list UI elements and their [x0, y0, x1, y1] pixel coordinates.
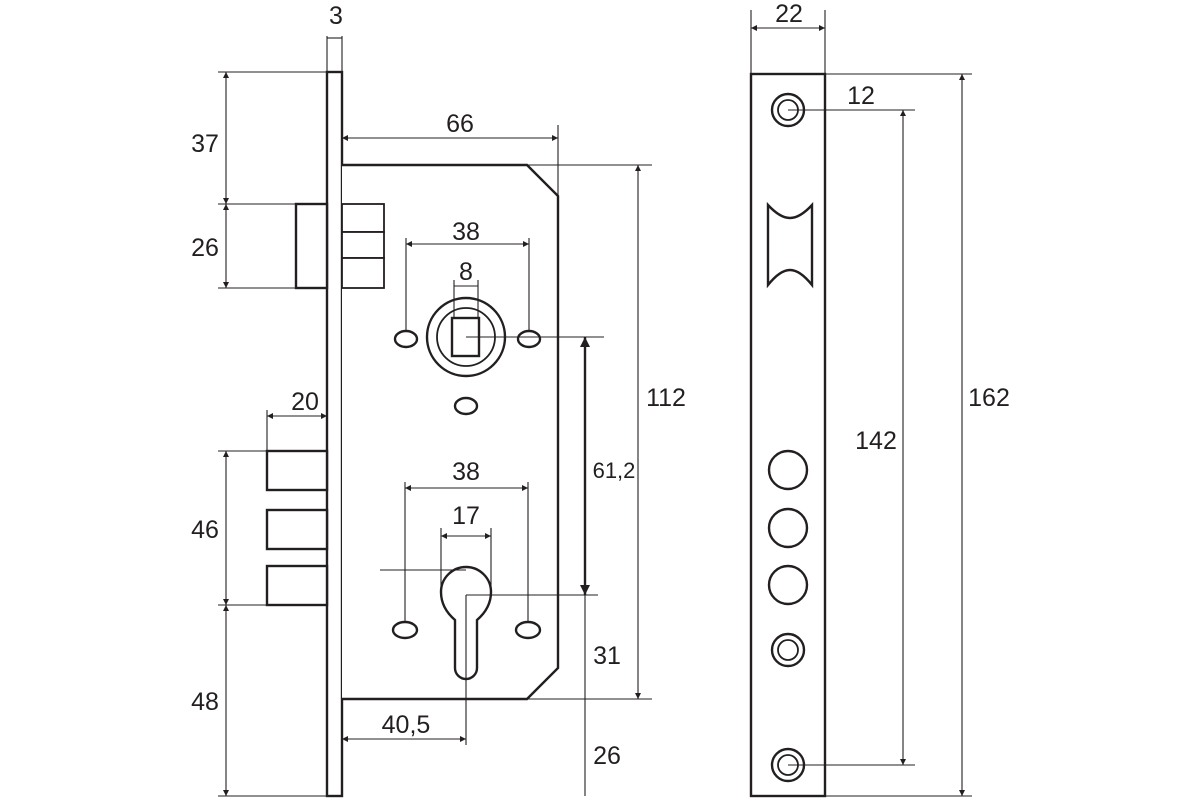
cylinder-screw-right [514, 620, 542, 640]
lock-case [342, 163, 560, 701]
deadbolt-1 [265, 449, 329, 492]
latch-bolt [294, 202, 329, 290]
latch-inner-mid [341, 231, 385, 259]
latch-opening [766, 201, 814, 289]
dim-top-to-latch: 37 [191, 130, 219, 158]
dim-backset: 40,5 [382, 711, 431, 739]
dim-bolt-height: 46 [191, 516, 219, 544]
dim-cylinder-to-body-bottom: 31 [593, 642, 621, 670]
dim-faceplate-hole-spacing: 142 [855, 427, 897, 455]
dim-cylinder-screw-spacing: 38 [452, 458, 480, 486]
dim-bolt-projection: 20 [291, 388, 319, 416]
screw-hole-lower [453, 396, 479, 416]
deadbolt-2 [265, 508, 329, 551]
dim-latch-height: 26 [191, 234, 219, 262]
latch-inner-bottom [341, 257, 385, 289]
cylinder-screw-left [391, 620, 419, 640]
faceplate-screw-mid-inner [777, 639, 799, 661]
dim-spindle-square: 8 [459, 258, 473, 286]
screw-hole-left [393, 329, 419, 349]
dim-faceplate-length: 162 [968, 384, 1010, 412]
screw-hole-right [516, 329, 542, 349]
dim-body-height: 112 [646, 384, 686, 412]
faceplate-front-view: 22 162 142 12 [749, 0, 1010, 798]
dim-body-depth: 66 [446, 110, 474, 138]
faceplate-front [749, 72, 827, 798]
latch-inner-top [341, 203, 385, 233]
dim-bottom-to-bolt: 48 [191, 688, 219, 716]
dim-cylinder-to-bottom: 26 [593, 742, 621, 770]
dim-spindle-screw-spacing: 38 [452, 218, 480, 246]
deadbolt-3 [265, 564, 329, 607]
faceplate-bolt-hole-2 [767, 507, 809, 549]
dim-spindle-to-cylinder: 61,2 [593, 458, 636, 483]
faceplate-bolt-hole-1 [767, 449, 809, 491]
dim-faceplate-hole-offset: 12 [847, 82, 875, 110]
lock-side-view: 3 37 26 66 38 8 112 61,2 [191, 2, 686, 798]
faceplate-side [325, 70, 344, 798]
dim-faceplate-width: 22 [775, 0, 803, 28]
faceplate-bolt-hole-3 [767, 564, 809, 606]
dim-cylinder-width: 17 [452, 502, 480, 530]
dim-faceplate-thickness: 3 [329, 2, 343, 30]
